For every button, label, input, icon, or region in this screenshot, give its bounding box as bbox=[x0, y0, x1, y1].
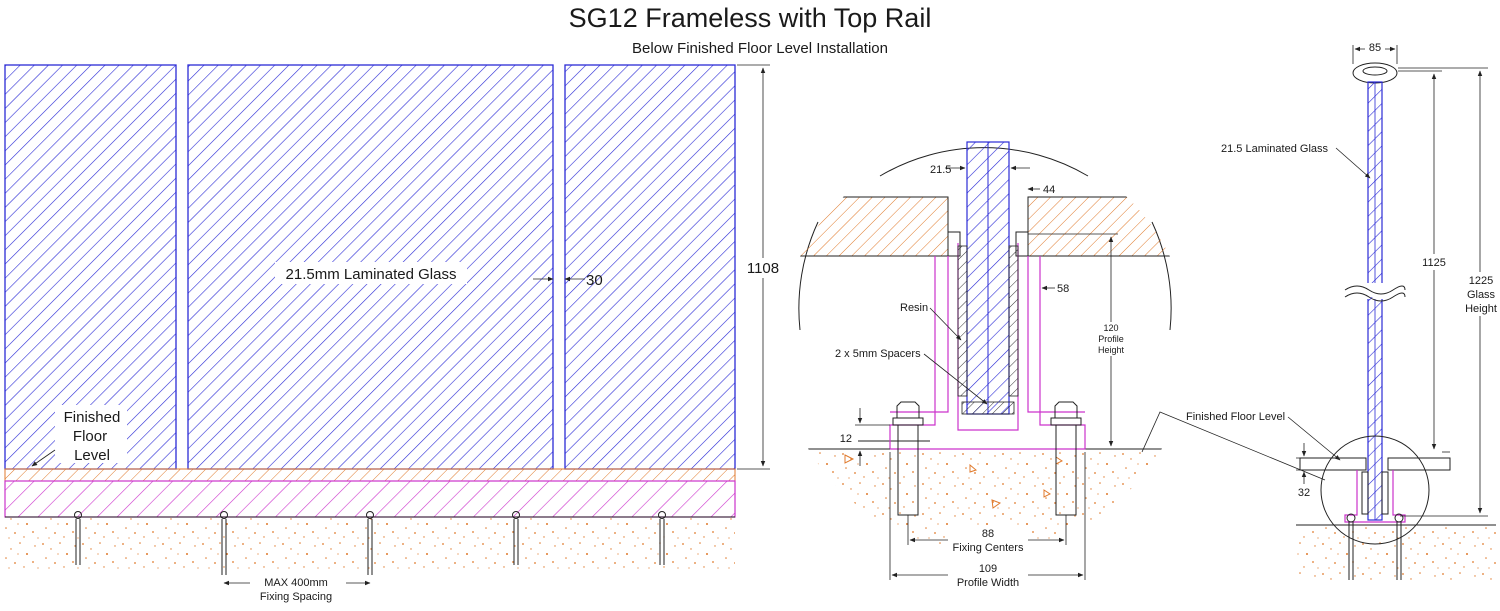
ffl-label-bg bbox=[55, 405, 127, 463]
detail-profile-outer bbox=[889, 256, 1086, 450]
anchor-bolt-5 bbox=[658, 511, 666, 565]
section-floor-right bbox=[1387, 457, 1451, 471]
section-glass-label: 21.5 Laminated Glass bbox=[1221, 143, 1329, 155]
detail-spacers bbox=[961, 401, 1015, 415]
profile-width-bg bbox=[948, 560, 1028, 590]
section-h1225: 1225 bbox=[1469, 275, 1493, 287]
detail-floor-slab-left bbox=[780, 196, 949, 257]
section-depth-dim: 32 bbox=[1298, 487, 1310, 499]
section-break-line-2 bbox=[1344, 292, 1406, 302]
section-break-gap bbox=[1345, 283, 1405, 299]
detail-circle-arc-right bbox=[1151, 221, 1172, 331]
section-rail-dim: 85 bbox=[1369, 42, 1381, 54]
rail-dim-bg bbox=[1365, 40, 1385, 53]
detail-recess-right bbox=[1015, 231, 1029, 257]
detail-resin-right bbox=[1008, 245, 1019, 397]
detail-recess-left bbox=[947, 231, 961, 257]
fixing-spacing-line1: MAX 400mm bbox=[264, 577, 328, 589]
detail-resin-label: Resin bbox=[900, 302, 928, 314]
profile-height-word1: Profile bbox=[1098, 334, 1124, 344]
anchor-bolt-2 bbox=[220, 511, 228, 575]
fixing-centers-label: Fixing Centers bbox=[953, 542, 1024, 554]
section-top-rail-inner bbox=[1362, 66, 1388, 76]
profile-width-label: Profile Width bbox=[957, 577, 1019, 589]
concrete-slab bbox=[5, 517, 735, 572]
section-bolt-left bbox=[1346, 513, 1356, 580]
ffl-label-line2: Floor bbox=[73, 428, 107, 445]
ffl-label-line1: Finished bbox=[64, 409, 121, 426]
drawing-title: SG12 Frameless with Top Rail bbox=[569, 3, 932, 33]
detail-aggregate bbox=[844, 454, 1063, 509]
section-bolt-right bbox=[1394, 513, 1404, 580]
section-glass-height-2: Height bbox=[1465, 303, 1497, 315]
anchor-bolt-3 bbox=[366, 511, 374, 575]
gap-dim-value: 30 bbox=[586, 272, 603, 289]
section-top-rail bbox=[1352, 62, 1398, 84]
detail-circle-arc-left bbox=[798, 221, 819, 331]
section-view: 85 21.5 Laminated Glass bbox=[1186, 40, 1500, 580]
elevation-glass-label: 21.5mm Laminated Glass bbox=[286, 266, 457, 283]
section-ffl-leader bbox=[1287, 416, 1341, 461]
finished-floor-strip bbox=[4, 468, 736, 482]
detail-base-dim: 12 bbox=[840, 433, 852, 445]
detail-wall-dim: 58 bbox=[1057, 283, 1069, 295]
profile-height-value: 120 bbox=[1103, 323, 1118, 333]
detail-resin-left bbox=[957, 245, 968, 397]
fixing-centers-bg bbox=[948, 526, 1028, 554]
elevation-view: 21.5mm Laminated Glass MAX 400mm Fixing … bbox=[4, 64, 782, 603]
glass-panel-3 bbox=[564, 64, 736, 470]
profile-height-bg bbox=[1095, 322, 1129, 356]
fixing-spacing-line2: Fixing Spacing bbox=[260, 591, 332, 603]
glass-label-bg bbox=[275, 262, 467, 284]
height-dim-bg bbox=[744, 258, 782, 278]
profile-width-value: 109 bbox=[979, 563, 997, 575]
resin-leader bbox=[929, 307, 962, 341]
profile-height-word2: Height bbox=[1098, 345, 1125, 355]
detail-floor-slab-right bbox=[1027, 196, 1190, 257]
detail-callout-leader bbox=[1141, 411, 1326, 481]
detail-spacers-label: 2 x 5mm Spacers bbox=[835, 348, 921, 360]
ffl-label-line3: Level bbox=[74, 447, 110, 464]
section-concrete bbox=[1296, 525, 1496, 580]
section-resin-right bbox=[1381, 471, 1389, 515]
section-floor-left bbox=[1299, 457, 1367, 471]
section-glass-leader bbox=[1335, 147, 1371, 179]
section-resin-left bbox=[1361, 471, 1369, 515]
glass-panel-1 bbox=[4, 64, 177, 470]
section-glass-height-1: Glass bbox=[1467, 289, 1496, 301]
profile-detail-view: 21.5 44 58 Resin 2 x 5mm Spacers 120 Pro… bbox=[780, 141, 1190, 590]
anchor-bolt-1 bbox=[74, 511, 82, 565]
h1125-bg bbox=[1418, 254, 1450, 270]
height-dim-value: 1108 bbox=[747, 260, 779, 277]
section-profile bbox=[1344, 470, 1406, 523]
detail-profile-flanges bbox=[890, 256, 1085, 413]
section-h1125: 1125 bbox=[1422, 257, 1446, 269]
detail-slot-dim: 44 bbox=[1043, 184, 1055, 196]
ffl-leader bbox=[31, 449, 56, 467]
section-break-line-1 bbox=[1344, 285, 1406, 295]
anchor-bolts bbox=[74, 511, 666, 575]
section-detail-circle bbox=[1320, 435, 1430, 545]
section-ffl-label: Finished Floor Level bbox=[1186, 411, 1285, 423]
h1225-bg bbox=[1460, 272, 1500, 316]
section-glass-resume bbox=[1368, 297, 1382, 300]
anchor-bolt-4 bbox=[512, 511, 520, 565]
detail-glass-dim: 21.5 bbox=[930, 164, 951, 176]
fixing-spacing-label-bg bbox=[250, 575, 346, 589]
spacers-leader bbox=[923, 353, 988, 405]
drawing-subtitle: Below Finished Floor Level Installation bbox=[632, 40, 888, 57]
fixing-centers-value: 88 bbox=[982, 528, 994, 540]
